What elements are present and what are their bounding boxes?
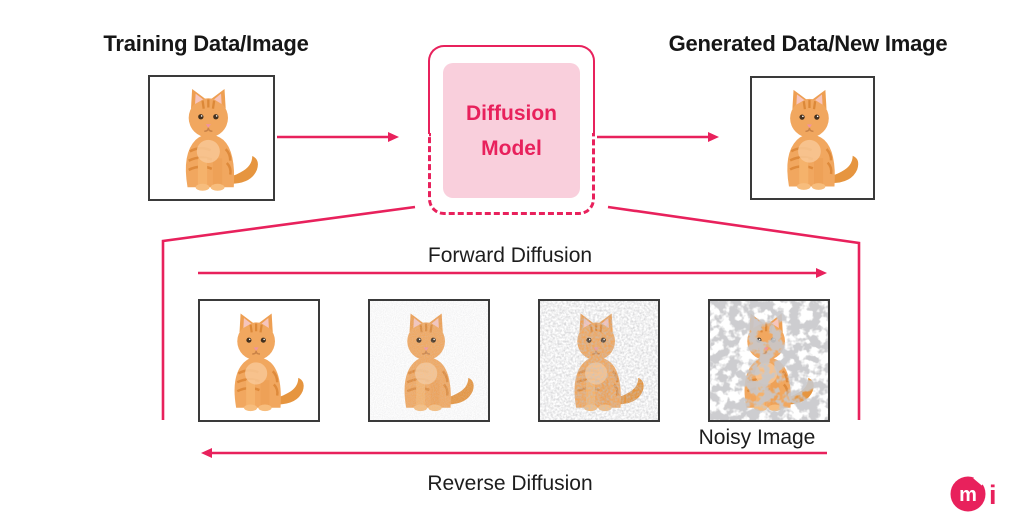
brand-logo: m i	[950, 469, 997, 512]
diffusion-model-label-line1: Diffusion	[466, 101, 557, 125]
diffusion-step-3-medium-noise	[538, 299, 660, 422]
diffusion-box-border-dashed	[428, 133, 595, 215]
noise-overlay-light	[370, 301, 488, 420]
logo-letter-m: m	[959, 484, 977, 506]
diffusion-step-2-light-noise	[368, 299, 490, 422]
logo-circle-notch	[973, 469, 989, 486]
generated-image	[750, 76, 875, 200]
forward-diffusion-label: Forward Diffusion	[427, 244, 593, 267]
noise-overlay-heavy	[710, 301, 828, 420]
training-data-title: Training Data/Image	[103, 31, 309, 56]
cat-image	[154, 79, 270, 196]
diffusion-box-border-solid	[428, 45, 595, 133]
reverse-diffusion-label: Reverse Diffusion	[427, 472, 593, 495]
diffusion-step-4-heavy-noise	[708, 299, 830, 422]
logo-circle	[950, 476, 986, 512]
diffusion-model-label-line2: Model	[481, 136, 542, 160]
cat-image	[756, 80, 870, 195]
noise-overlay-medium	[540, 301, 658, 420]
generated-data-title: Generated Data/New Image	[668, 31, 948, 56]
logo-letter-i: i	[989, 480, 997, 510]
diffusion-model-box: Diffusion Model	[443, 63, 580, 198]
cat-image	[204, 303, 315, 417]
noisy-image-label: Noisy Image	[698, 426, 816, 449]
diffusion-step-1-clean	[198, 299, 320, 422]
training-image	[148, 75, 275, 201]
